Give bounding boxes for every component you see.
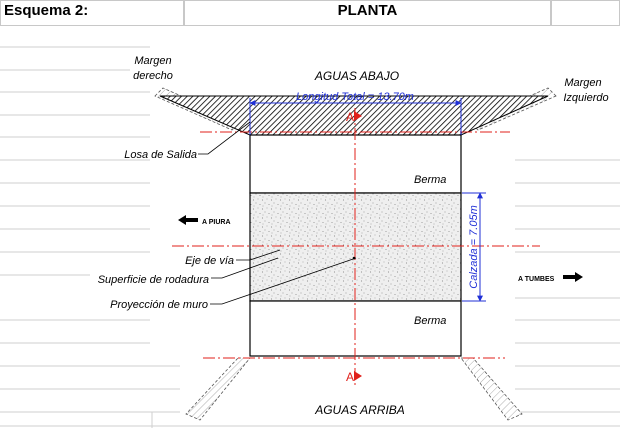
header-cell-right: [551, 0, 620, 26]
projection-point: [352, 256, 356, 260]
plan-title: PLANTA: [337, 2, 398, 19]
wingwall-upstream-right: [460, 357, 523, 421]
margin-left-label-1: Margen: [564, 77, 601, 89]
sheet-gridlines: [0, 46, 620, 428]
margin-left-label-2: Izquierdo: [563, 92, 608, 104]
total-length-label: Longitud Total = 13.70m: [296, 91, 414, 103]
section-marker-top: A: [346, 110, 362, 124]
berm-top-label: Berma: [414, 174, 446, 186]
berm-bottom-label: Berma: [414, 315, 446, 327]
header-cell-left: [0, 0, 184, 26]
section-label-top: A: [346, 110, 354, 124]
wingwall-upstream-left: [185, 357, 251, 421]
direction-left-label: A PIURA: [202, 219, 231, 226]
callout-losa-label: Losa de Salida: [124, 149, 197, 161]
section-label-bottom: A: [346, 370, 354, 384]
direction-right-label: A TUMBES: [518, 276, 555, 283]
section-marker-bottom: A: [346, 370, 362, 384]
dimension-total-length: [249, 98, 462, 135]
callout-eje-label: Eje de vía: [185, 255, 234, 267]
margin-right-label-2: derecho: [133, 70, 173, 82]
callout-superficie-label: Superficie de rodadura: [98, 274, 209, 286]
margin-right-label-1: Margen: [134, 55, 171, 67]
callout-proyeccion-label: Proyección de muro: [110, 299, 208, 311]
downstream-label: AGUAS ABAJO: [314, 69, 399, 83]
arrow-right-icon: [563, 272, 583, 282]
callout-lines: [198, 121, 357, 305]
header-cell-main: [184, 0, 551, 26]
dimension-roadway-width: [462, 192, 486, 302]
arrow-left-icon: [178, 215, 198, 225]
scheme-title: Esquema 2:: [4, 2, 89, 19]
upstream-label: AGUAS ARRIBA: [314, 403, 405, 417]
roadway-width-label: Calzada = 7.05m: [468, 205, 480, 288]
